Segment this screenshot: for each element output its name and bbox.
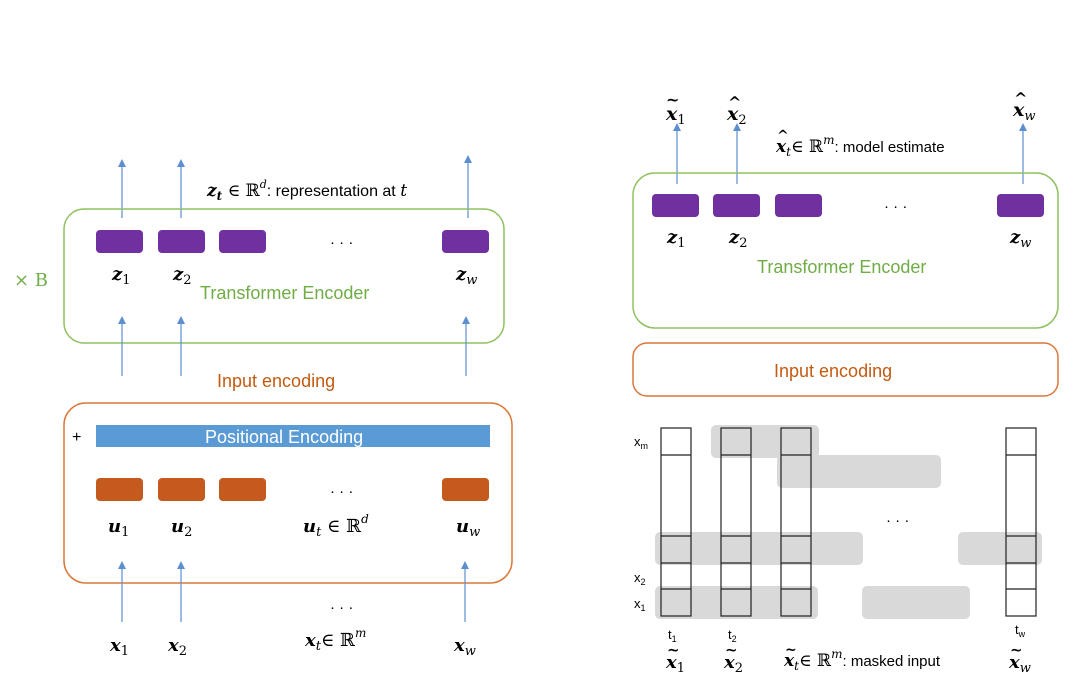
- u-token-w: [442, 478, 489, 501]
- left-input-encoding-box: [63, 402, 513, 584]
- left-x-input-arrows: [118, 561, 469, 622]
- feature-label-x2: x2: [634, 570, 646, 587]
- xhat-label-2: x2: [726, 103, 747, 128]
- xhat-accent-2: ^: [728, 93, 741, 112]
- z-annot-sub: t: [217, 189, 223, 203]
- repeat-label: × B: [14, 270, 48, 291]
- right-z-ellipsis: · · ·: [884, 198, 907, 215]
- right-encoder-box: [632, 172, 1059, 329]
- masked-accent-w: ~: [1010, 641, 1023, 659]
- left-z-label-w: zw: [455, 264, 477, 288]
- column-t1: [660, 427, 692, 617]
- masked-label-1: x1: [665, 652, 685, 676]
- time-label-t2: t2: [728, 627, 737, 644]
- z-annot-symbol: z: [206, 181, 217, 201]
- mask-block: [655, 586, 818, 619]
- right-z-label-w: zw: [1009, 227, 1031, 251]
- masked-accent-2: ~: [725, 641, 738, 659]
- z-annot-text: : representation at: [267, 183, 400, 200]
- left-z-label-2: z2: [172, 264, 192, 288]
- u-token-2: [158, 478, 205, 501]
- right-z-token-w: [997, 194, 1044, 217]
- positional-encoding-label: Positional Encoding: [205, 427, 363, 447]
- mask-block: [655, 532, 863, 565]
- left-z-token-w: [442, 230, 489, 253]
- right-z-token-2: [713, 194, 760, 217]
- right-input-encoding-box: [632, 342, 1059, 397]
- xhat-label-1: x1: [665, 103, 686, 128]
- masked-accent-1: ~: [667, 641, 680, 659]
- u-token-3: [219, 478, 266, 501]
- left-encoder-label: Transformer Encoder: [200, 283, 369, 303]
- masked-label-w: xw: [1008, 652, 1031, 676]
- u-label-w: uw: [456, 516, 480, 540]
- column-tw: [1005, 427, 1037, 617]
- mask-block: [862, 586, 970, 619]
- left-input-encoding-label: Input encoding: [217, 371, 335, 391]
- right-panel: x1 ~ x2 ^ xw ^ xt∈ ℝm: model estimate ^ …: [632, 89, 1059, 676]
- right-z-label-2: z2: [728, 227, 748, 251]
- left-z-token-3: [219, 230, 266, 253]
- feature-label-x1: x1: [634, 596, 646, 613]
- masked-label-2: x2: [723, 652, 743, 676]
- column-t2: [720, 427, 752, 617]
- right-z-token-1: [652, 194, 699, 217]
- left-z-ellipsis: · · ·: [330, 234, 353, 251]
- left-encoder-input-arrows: [118, 316, 470, 376]
- masked-annotation-accent: ~: [785, 642, 797, 658]
- masked-annotation: xt∈ ℝm: masked input: [783, 647, 941, 673]
- u-label-2: u2: [171, 516, 192, 540]
- right-encoder-label: Transformer Encoder: [757, 257, 926, 277]
- xhat-annotation: xt∈ ℝm: model estimate: [775, 133, 945, 159]
- feature-label-xm: xm: [634, 434, 648, 451]
- mask-blocks: [655, 425, 1042, 619]
- right-output-arrows: [673, 123, 1027, 184]
- left-z-token-1: [96, 230, 143, 253]
- x-label-1: x1: [109, 635, 129, 659]
- positional-encoding-bar: [96, 425, 490, 447]
- plus-sign: +: [72, 429, 81, 446]
- x-label-2: x2: [167, 635, 187, 659]
- right-z-token-3: [775, 194, 822, 217]
- left-z-annotation: zt ∈ ℝd: representation at t: [206, 178, 407, 203]
- right-input-encoding-label: Input encoding: [774, 361, 892, 381]
- time-label-tw: tw: [1015, 622, 1026, 639]
- z-annot-sup: d: [260, 178, 267, 191]
- left-encoder-box: [63, 208, 505, 344]
- left-z-token-2: [158, 230, 205, 253]
- mask-block: [958, 532, 1042, 565]
- xhat-accent-1: ~: [666, 90, 679, 109]
- left-z-label-1: z1: [111, 264, 131, 288]
- z-annot-rel: ∈ ℝ: [222, 181, 260, 201]
- u-ellipsis: · · ·: [330, 483, 353, 500]
- xhat-accent-w: ^: [1014, 89, 1027, 108]
- time-label-t1: t1: [668, 627, 677, 644]
- u-label-1: u1: [108, 516, 129, 540]
- xhat-annotation-accent: ^: [777, 128, 789, 144]
- right-z-label-1: z1: [666, 227, 686, 251]
- z-annot-t: t: [400, 181, 407, 201]
- mask-block: [711, 425, 819, 458]
- x-ellipsis: · · ·: [330, 599, 353, 616]
- column-t3: [780, 427, 812, 617]
- x-label-w: xw: [453, 635, 476, 659]
- u-token-1: [96, 478, 143, 501]
- mask-ellipsis: · · ·: [886, 512, 909, 529]
- x-t-label: xt∈ ℝm: [304, 626, 366, 654]
- time-columns: [660, 427, 1037, 617]
- left-panel: zt ∈ ℝd: representation at t × B · · · z…: [14, 155, 513, 659]
- u-t-label: ut ∈ ℝd: [303, 512, 369, 540]
- mask-block: [777, 455, 941, 488]
- xhat-label-w: xw: [1012, 99, 1035, 124]
